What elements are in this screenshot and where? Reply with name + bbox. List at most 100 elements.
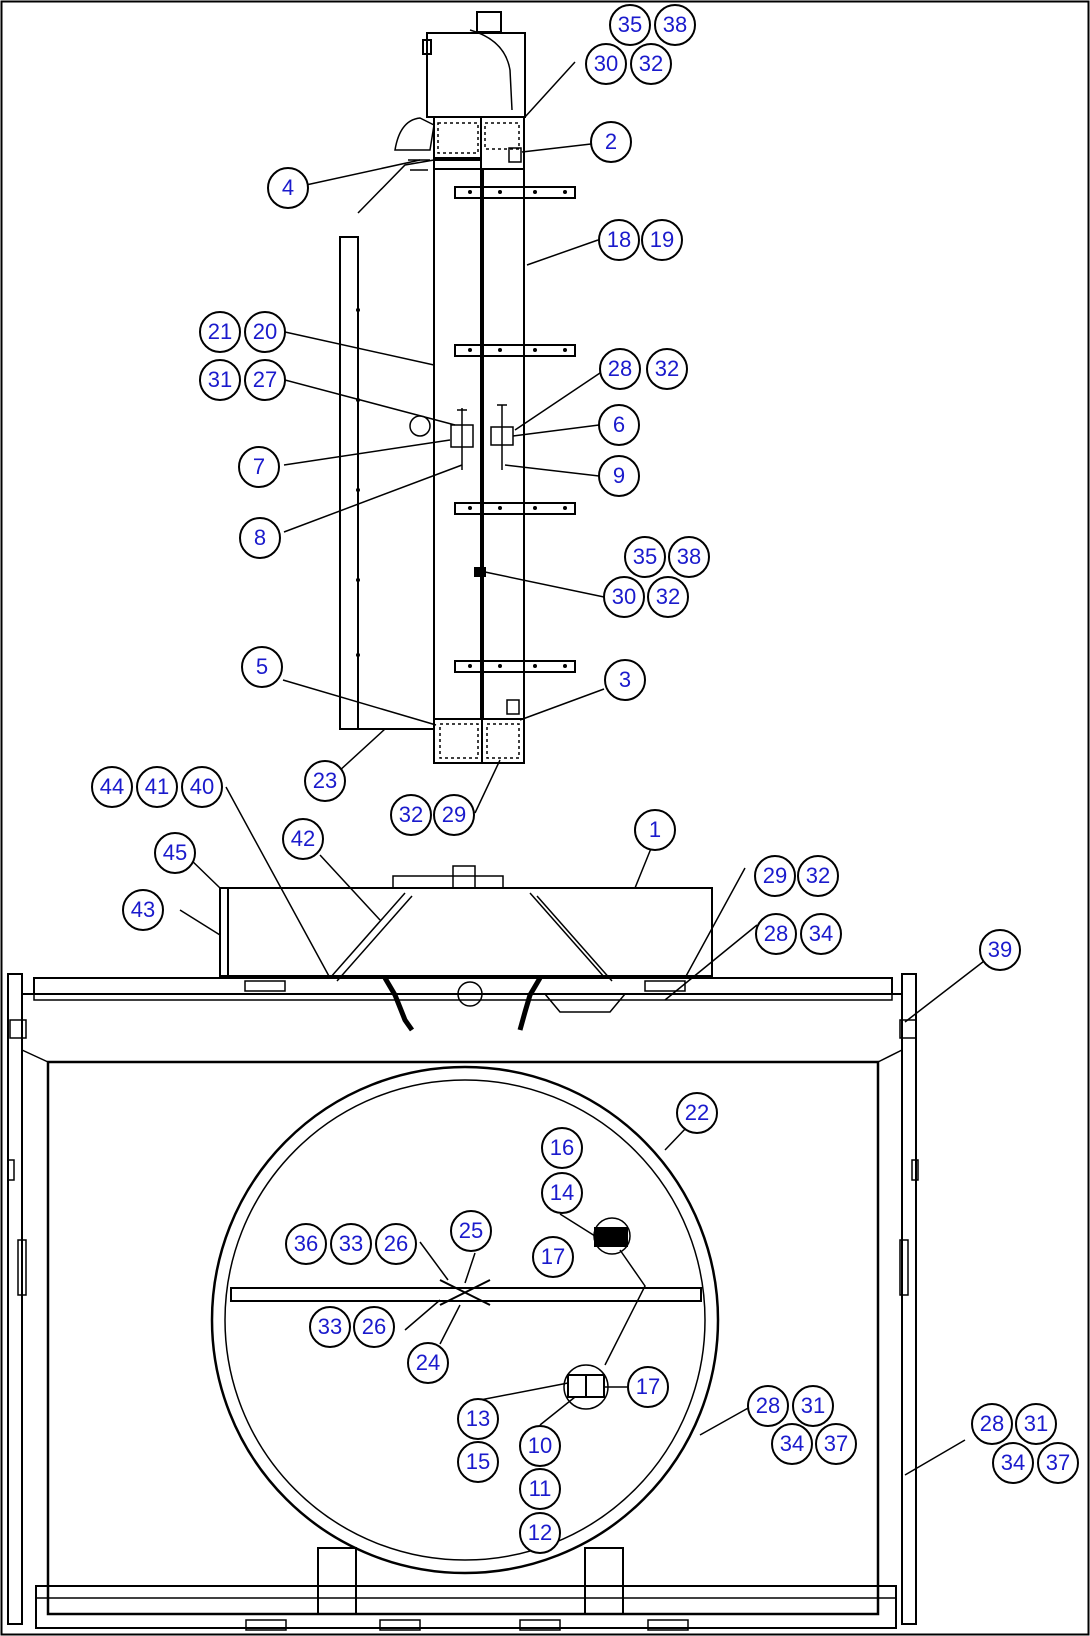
- callout-c2-circle: [590, 121, 632, 163]
- callout-c14-circle: [541, 1172, 583, 1214]
- callout-c28a-circle: [599, 348, 641, 390]
- callout-c29b-circle: [754, 855, 796, 897]
- callout-c15-circle: [457, 1441, 499, 1483]
- callout-c26b-label: 26: [362, 1314, 386, 1339]
- callout-c32e-label: 32: [806, 863, 830, 888]
- callout-c8-circle: [239, 517, 281, 559]
- callout-c19-circle: [641, 219, 683, 261]
- callout-c44-label: 44: [100, 774, 124, 799]
- callout-c38a-circle: [654, 4, 696, 46]
- callout-c5-label: 5: [256, 654, 268, 679]
- callout-c35a-circle: [609, 4, 651, 46]
- base-frame: [7, 865, 919, 1631]
- callout-c13-label: 13: [466, 1406, 490, 1431]
- callout-c7-label: 7: [253, 454, 265, 479]
- callout-c17b-circle: [627, 1366, 669, 1408]
- callout-c35b-label: 35: [633, 544, 657, 569]
- callout-c35b-circle: [624, 536, 666, 578]
- callout-c37a-circle: [815, 1423, 857, 1465]
- callout-c10-circle: [519, 1425, 561, 1467]
- fitting-4: [394, 117, 435, 151]
- callout-c1-circle: [634, 809, 676, 851]
- callout-c34a-circle: [800, 913, 842, 955]
- callout-c31b-circle: [792, 1385, 834, 1427]
- callout-c13-circle: [457, 1398, 499, 1440]
- bracket-mid: [474, 567, 486, 577]
- callout-c32c-circle: [647, 576, 689, 618]
- callout-c45-circle: [154, 832, 196, 874]
- callout-c33a-circle: [330, 1223, 372, 1265]
- leader-lines: [179, 61, 989, 1476]
- strap-3: [454, 502, 576, 515]
- foot-right: [584, 1547, 624, 1615]
- callout-c23-label: 23: [313, 768, 337, 793]
- callout-c4-circle: [267, 167, 309, 209]
- callout-c25-circle: [450, 1210, 492, 1252]
- callout-c45-label: 45: [163, 840, 187, 865]
- callout-c27-circle: [244, 359, 286, 401]
- callout-c29b-label: 29: [763, 863, 787, 888]
- callout-c3-circle: [604, 659, 646, 701]
- x-clamp-25: [439, 1279, 491, 1306]
- callout-c32b-label: 32: [655, 356, 679, 381]
- callout-c41-label: 41: [145, 774, 169, 799]
- callout-c14-label: 14: [550, 1180, 574, 1205]
- callout-c3-label: 3: [619, 667, 631, 692]
- callout-c30a-circle: [585, 43, 627, 85]
- callout-c16-circle: [541, 1127, 583, 1169]
- callout-c30b-circle: [603, 576, 645, 618]
- foot-left: [317, 1547, 357, 1615]
- callout-c12-label: 12: [528, 1520, 552, 1545]
- callout-c15-label: 15: [466, 1449, 490, 1474]
- callout-c11-circle: [519, 1468, 561, 1510]
- callout-c40-label: 40: [190, 774, 214, 799]
- callout-c36-label: 36: [294, 1231, 318, 1256]
- callout-c40-circle: [181, 766, 223, 808]
- callout-c31b-label: 31: [801, 1393, 825, 1418]
- callout-c33b-label: 33: [318, 1314, 342, 1339]
- callout-c28d-circle: [971, 1403, 1013, 1445]
- reservoir-cap: [476, 11, 502, 33]
- callout-c31a-label: 31: [208, 367, 232, 392]
- callout-c30a-label: 30: [594, 51, 618, 76]
- callout-c21-circle: [199, 311, 241, 353]
- callout-c36-circle: [285, 1223, 327, 1265]
- callout-c42-circle: [282, 818, 324, 860]
- callout-c34c-label: 34: [1001, 1450, 1025, 1475]
- callout-c12-circle: [519, 1512, 561, 1554]
- callout-c39-label: 39: [988, 937, 1012, 962]
- callout-c31c-circle: [1015, 1403, 1057, 1445]
- callout-c28b-circle: [755, 913, 797, 955]
- fan-shroud-outer: [210, 1065, 720, 1575]
- callout-c17b-label: 17: [636, 1374, 660, 1399]
- callout-c43-label: 43: [131, 897, 155, 922]
- callout-c4-label: 4: [282, 175, 294, 200]
- callout-c28d-label: 28: [980, 1411, 1004, 1436]
- callout-c38a-label: 38: [663, 12, 687, 37]
- callout-c24-circle: [407, 1342, 449, 1384]
- callout-c38b-circle: [668, 536, 710, 578]
- callout-c28a-label: 28: [608, 356, 632, 381]
- hose-left: [382, 976, 415, 1032]
- callout-c33a-label: 33: [339, 1231, 363, 1256]
- callout-c32d-circle: [390, 794, 432, 836]
- clip-17-upper: [594, 1227, 628, 1247]
- callout-c37a-label: 37: [824, 1431, 848, 1456]
- callout-c33b-circle: [309, 1306, 351, 1348]
- callout-c8-label: 8: [254, 525, 266, 550]
- callout-c26a-circle: [375, 1223, 417, 1265]
- callout-c32e-circle: [797, 855, 839, 897]
- frame-bottom-rail: [35, 1585, 897, 1629]
- callout-c34c-circle: [992, 1442, 1034, 1484]
- callout-c29a-circle: [433, 794, 475, 836]
- callout-c28c-circle: [747, 1385, 789, 1427]
- callout-c44-circle: [91, 766, 133, 808]
- callout-c26b-circle: [353, 1306, 395, 1348]
- callout-c24-label: 24: [416, 1350, 440, 1375]
- hose-right: [517, 976, 543, 1031]
- callout-c2-label: 2: [605, 129, 617, 154]
- callout-c28b-label: 28: [764, 921, 788, 946]
